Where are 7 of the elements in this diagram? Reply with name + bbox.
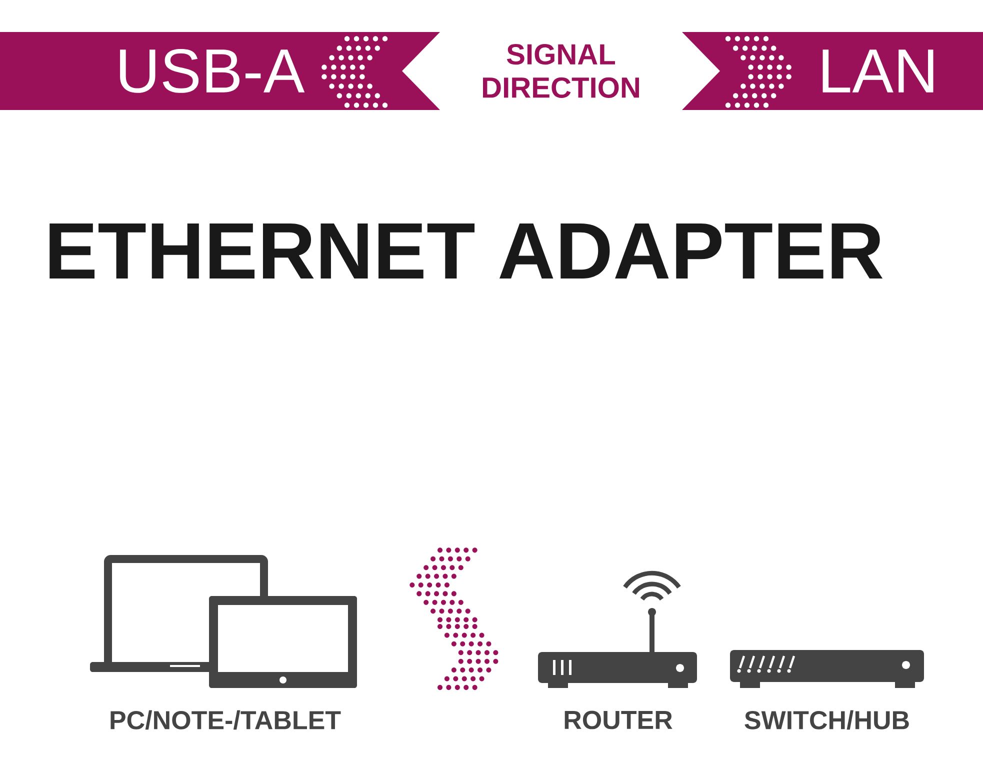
direction-label: SIGNAL DIRECTION: [483, 44, 639, 98]
device-label: ROUTER: [564, 710, 672, 730]
title: ETHERNET ADAPTER: [50, 223, 883, 278]
banner-band: LAN: [682, 32, 983, 110]
banner-band: USB-A: [0, 32, 440, 110]
device-label: PC/NOTE-/TABLET: [110, 710, 341, 730]
device-label: SWITCH/HUB: [744, 710, 909, 730]
